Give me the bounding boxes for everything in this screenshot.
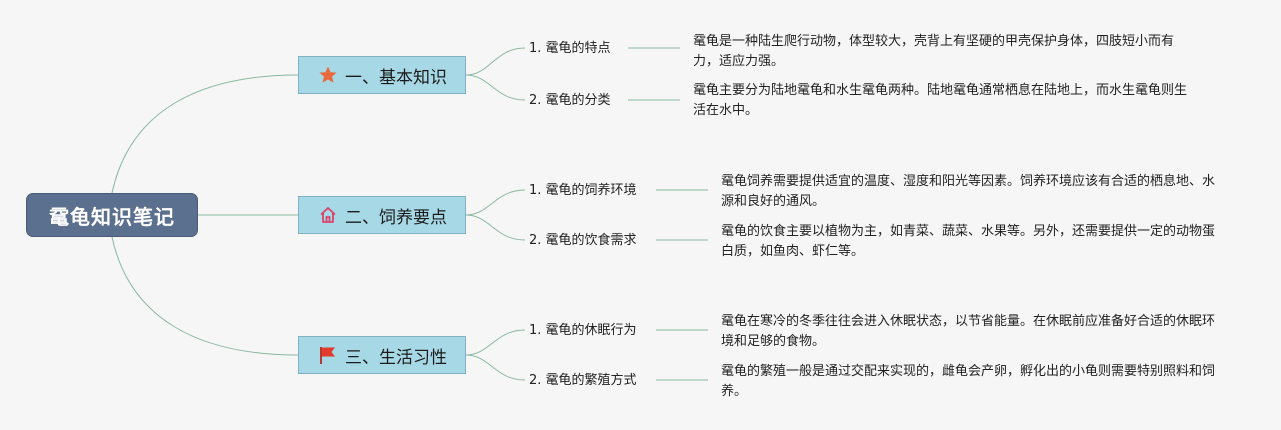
sub-topic-features[interactable]: 1. 鼋龟的特点 (529, 41, 611, 56)
sub-topic-reproduction[interactable]: 2. 鼋龟的繁殖方式 (529, 373, 637, 388)
detail-reproduction: 鼋龟的繁殖一般是通过交配来实现的，雌龟会产卵，孵化出的小龟则需要特别照料和饲养。 (721, 364, 1216, 399)
detail-diet: 鼋龟的饮食主要以植物为主，如青菜、蔬菜、水果等。另外，还需要提供一定的动物蛋白质… (721, 224, 1216, 259)
root-topic-label: 鼋龟知识笔记 (49, 204, 175, 229)
detail-features: 鼋龟是一种陆生爬行动物，体型较大，壳背上有坚硬的甲壳保护身体，四肢短小而有力，适… (693, 34, 1175, 69)
sub-topic-diet[interactable]: 2. 鼋龟的饮食需求 (529, 233, 637, 248)
branch-basic-knowledge[interactable]: 一、基本知识 (298, 56, 466, 94)
branch-feeding-points[interactable]: 二、饲养要点 (298, 196, 466, 234)
root-topic[interactable]: 鼋龟知识笔记 (26, 193, 198, 237)
branch-living-habits[interactable]: 三、生活习性 (298, 336, 466, 374)
home-icon (317, 204, 339, 226)
detail-hibernation: 鼋龟在寒冷的冬季往往会进入休眠状态，以节省能量。在休眠前应准备好合适的休眠环境和… (721, 314, 1216, 349)
star-icon (317, 64, 339, 86)
sub-topic-hibernation[interactable]: 1. 鼋龟的休眠行为 (529, 323, 637, 338)
branch-label: 二、饲养要点 (345, 207, 447, 228)
detail-environment: 鼋龟饲养需要提供适宜的温度、湿度和阳光等因素。饲养环境应该有合适的栖息地、水源和… (721, 174, 1216, 209)
sub-topic-environment[interactable]: 1. 鼋龟的饲养环境 (529, 183, 637, 198)
detail-classification: 鼋龟主要分为陆地鼋龟和水生鼋龟两种。陆地鼋龟通常栖息在陆地上，而水生鼋龟则生活在… (693, 83, 1188, 118)
flag-icon (317, 344, 339, 366)
sub-topic-classification[interactable]: 2. 鼋龟的分类 (529, 93, 611, 108)
branch-label: 一、基本知识 (345, 67, 447, 88)
branch-label: 三、生活习性 (345, 347, 447, 368)
